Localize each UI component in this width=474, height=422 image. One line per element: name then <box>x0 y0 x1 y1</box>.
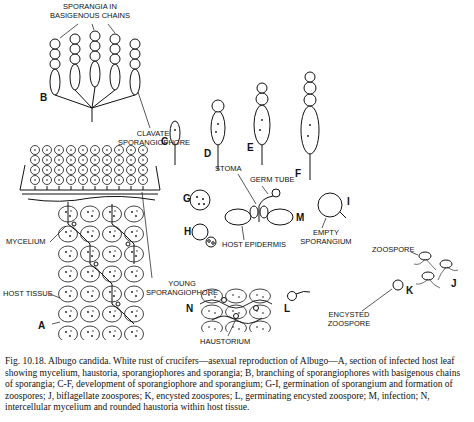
part-label: CLAVATE SPORANGIOPHORE <box>118 130 188 147</box>
part-label: EMPTY SPORANGIUM <box>296 229 356 246</box>
figure-letter: J <box>451 278 457 289</box>
part-label: HOST TISSUE <box>3 290 53 299</box>
part-label: SPORANGIA IN BASIGENOUS CHAINS <box>45 3 135 20</box>
figure-letter: E <box>247 142 254 153</box>
figure-letter: A <box>38 320 45 331</box>
part-label: YOUNG SPORANGIOPHORE <box>146 280 218 297</box>
figure-caption: Fig. 10.18. Albugo candida. White rust o… <box>5 356 469 414</box>
figure-letter: C <box>161 136 168 147</box>
figure-letter: D <box>204 148 211 159</box>
part-label: MYCELIUM <box>6 238 46 247</box>
figure-letter: H <box>184 226 191 237</box>
figure-letter: K <box>406 285 413 296</box>
figure-letter: N <box>186 303 193 314</box>
part-label: GERM TUBE <box>250 176 294 185</box>
figure-letter: G <box>183 193 191 204</box>
part-label: STOMA <box>215 165 242 174</box>
part-label: HAUSTORIUM <box>200 338 250 347</box>
figure-letter: M <box>296 212 304 223</box>
part-label: HOST EPIDERMIS <box>222 241 286 250</box>
part-label: ZOOSPORE <box>372 246 415 255</box>
figure-letter: B <box>40 92 47 103</box>
figure-letter: F <box>295 168 301 179</box>
part-label: ENCYSTED ZOOSPORE <box>318 311 380 328</box>
figure-letter: L <box>284 303 290 314</box>
figure-letter: I <box>347 196 350 207</box>
